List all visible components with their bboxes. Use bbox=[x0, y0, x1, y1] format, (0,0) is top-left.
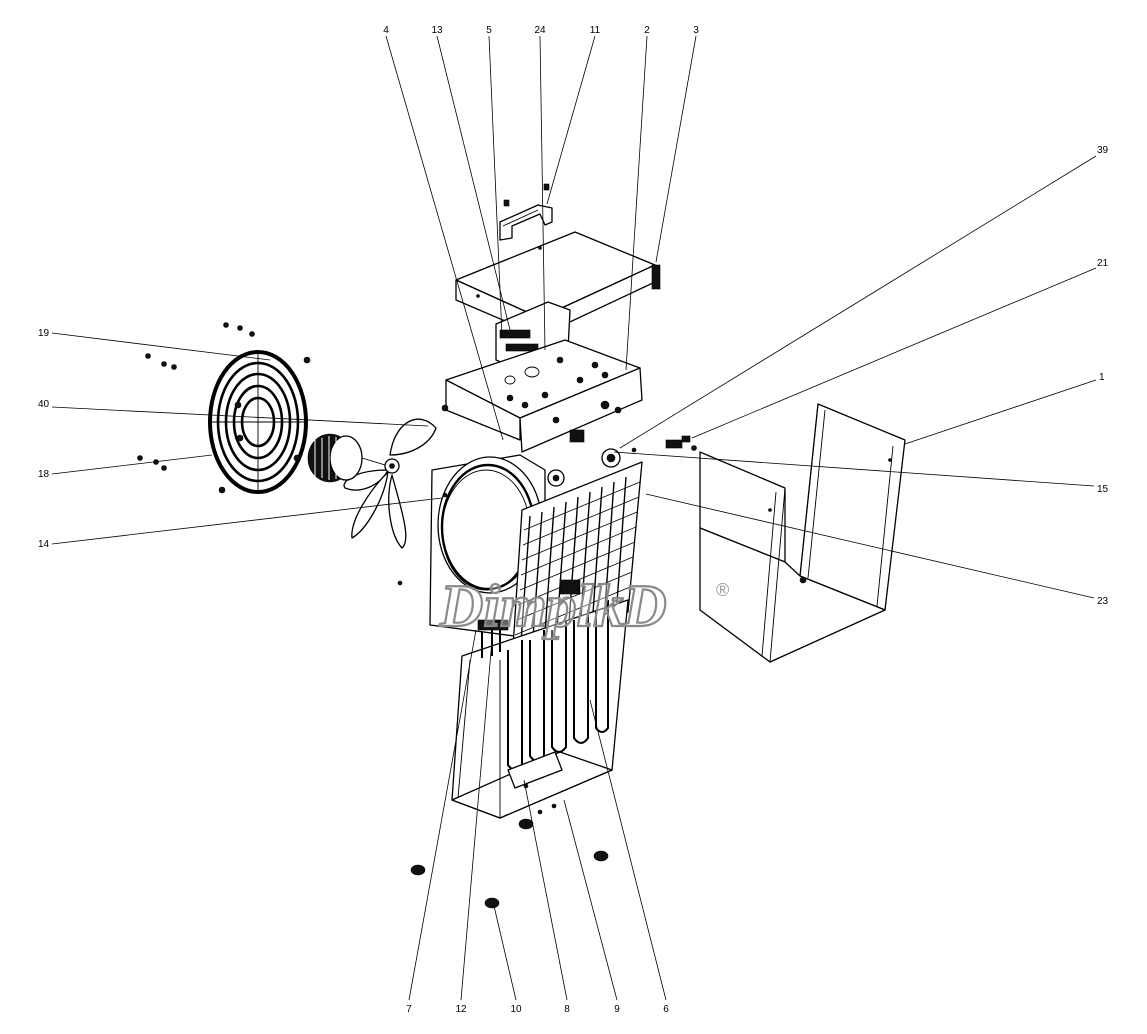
callout-18: 18 bbox=[38, 469, 50, 480]
callout-13: 13 bbox=[431, 25, 443, 36]
fan-blade bbox=[343, 418, 437, 549]
callout-12: 12 bbox=[455, 1004, 467, 1015]
callout-40: 40 bbox=[38, 399, 50, 410]
callout-14: 14 bbox=[38, 539, 50, 550]
callout-4: 4 bbox=[383, 25, 389, 36]
callout-19: 19 bbox=[38, 328, 50, 339]
rubber-feet bbox=[410, 818, 609, 909]
callout-11: 11 bbox=[590, 25, 601, 36]
callout-10: 10 bbox=[510, 1004, 522, 1015]
watermark-registered-mark: ® bbox=[716, 580, 729, 600]
outer-housing bbox=[699, 403, 906, 663]
carry-handle bbox=[499, 183, 553, 241]
callout-1: 1 bbox=[1099, 372, 1105, 383]
callout-2: 2 bbox=[644, 25, 650, 36]
fan-motor bbox=[307, 433, 386, 483]
control-chassis bbox=[441, 339, 643, 453]
callouts: 4 13 5 24 11 2 3 39 21 1 15 23 19 40 18 bbox=[38, 25, 1109, 1015]
watermark-logo: DimplkD bbox=[439, 573, 667, 639]
callout-39: 39 bbox=[1097, 145, 1109, 156]
callout-15: 15 bbox=[1097, 484, 1109, 495]
callout-6: 6 bbox=[663, 1004, 669, 1015]
callout-9: 9 bbox=[614, 1004, 620, 1015]
switches-and-knobs bbox=[547, 429, 697, 487]
callout-24: 24 bbox=[534, 25, 546, 36]
callout-7: 7 bbox=[406, 1004, 412, 1015]
heater-element-box bbox=[451, 579, 629, 819]
fan-guard bbox=[137, 322, 311, 494]
callout-5: 5 bbox=[486, 25, 492, 36]
callout-3: 3 bbox=[693, 25, 699, 36]
callout-21: 21 bbox=[1097, 258, 1109, 269]
callout-23: 23 bbox=[1097, 596, 1109, 607]
callout-8: 8 bbox=[564, 1004, 570, 1015]
